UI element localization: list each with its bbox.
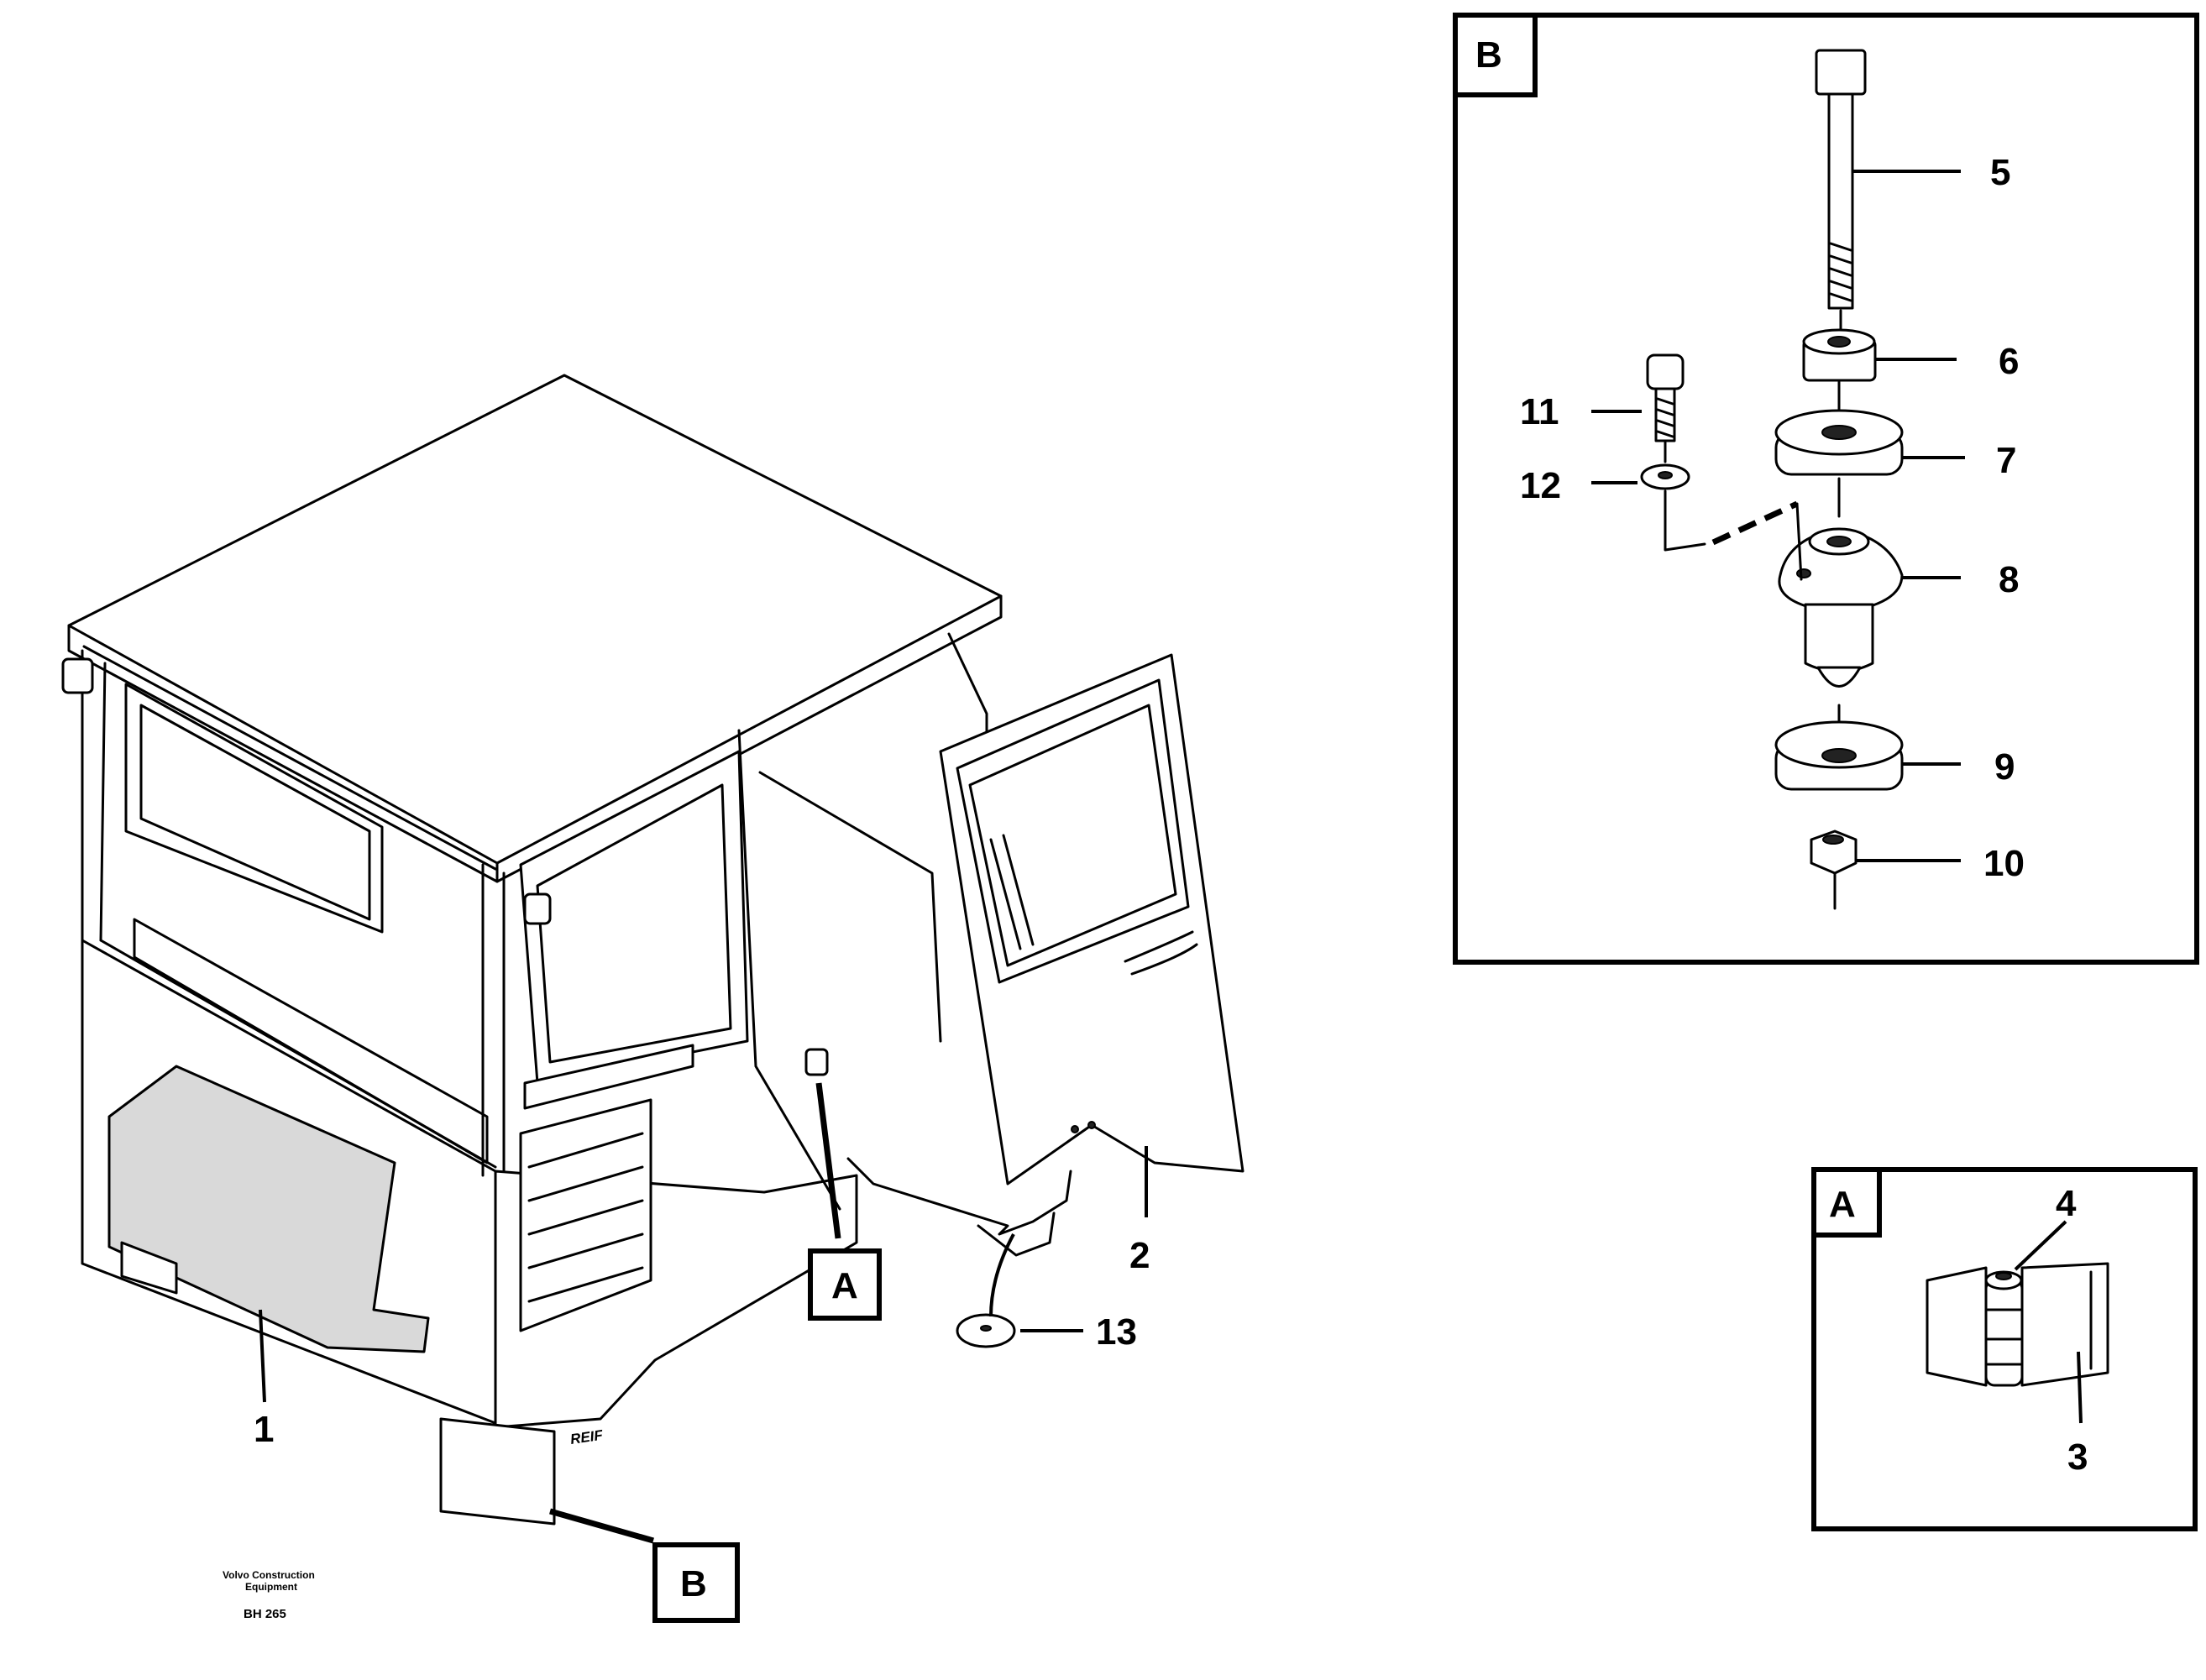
detail-ref-a-box[interactable] [808,1248,882,1321]
detail-panel-a: A 4 3 [1811,1167,2198,1531]
callout-12: 12 [1520,465,1561,506]
door-hinge [1926,1262,2109,1387]
cab-body: REIF [61,632,988,1526]
detail-ref-a: A [831,1265,858,1306]
callout-6: 6 [1999,341,2019,382]
cab-assembly: REIF [61,374,1244,1526]
panel-b-tag: B [1475,34,1502,76]
callout-13: 13 [1096,1311,1137,1353]
callout-1: 1 [254,1409,274,1450]
callout-3: 3 [2067,1437,2088,1478]
callout-8: 8 [1999,559,2019,600]
callout-7: 7 [1996,440,2016,481]
publisher-footer: Volvo Construction Equipment BH 265 [223,1569,315,1621]
screw [1646,353,1685,442]
callout-2: 2 [1129,1235,1150,1276]
washer-upper [1774,409,1904,476]
detail-panel-b: B [1453,13,2199,965]
footer-code: BH 265 [244,1607,286,1621]
panel-a-tag: A [1829,1184,1856,1225]
detail-ref-b-box[interactable] [652,1542,740,1623]
rubber-pad [956,1313,1016,1348]
callout-5: 5 [1990,152,2010,193]
small-washer [1640,463,1690,490]
footer-line-1: Volvo Construction [223,1569,315,1581]
callout-10: 10 [1983,843,2025,884]
footer-line-2: Equipment [245,1581,297,1593]
washer-lower [1774,720,1904,791]
cab-door [939,653,1244,1185]
callout-9: 9 [1994,746,2015,788]
callout-4: 4 [2056,1183,2077,1224]
cab-callouts: 1 2 13 A B [254,1082,1150,1623]
cab-roof [67,374,1003,883]
bolt [1815,49,1867,310]
callout-11: 11 [1520,391,1559,432]
cab-stamp: REIF [569,1427,605,1447]
nut [1810,830,1858,875]
bushing [1802,328,1877,382]
rubber-mount [1778,527,1904,688]
detail-ref-b: B [680,1563,707,1604]
floor-frame [846,1157,1072,1236]
